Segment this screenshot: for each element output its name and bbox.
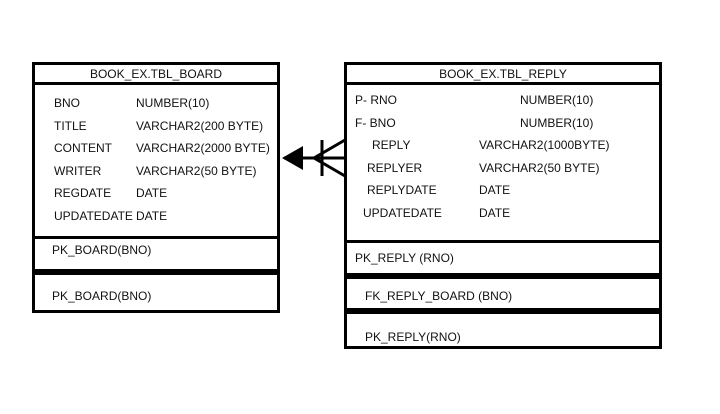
board-col-content-name: CONTENT xyxy=(54,141,112,155)
one-end-arrowhead xyxy=(282,146,303,170)
reply-title-divider xyxy=(347,82,659,85)
board-col-regdate-type: DATE xyxy=(136,186,168,200)
crow-foot-upper xyxy=(313,138,346,160)
reply-table: BOOK_EX.TBL_REPLY P- RNO NUMBER(10) F- B… xyxy=(344,62,662,276)
reply-col-updatedate-name: UPDATEDATE xyxy=(363,206,442,220)
reply-pk-constraint: PK_REPLY (RNO) xyxy=(355,251,454,265)
board-col-content-type: VARCHAR2(2000 BYTE) xyxy=(136,141,270,155)
reply-col-reply-type: VARCHAR2(1000BYTE) xyxy=(479,138,610,152)
reply-col-replyer-name: REPLYER xyxy=(367,161,423,175)
board-col-bno-type: NUMBER(10) xyxy=(136,96,210,110)
crow-foot-lower xyxy=(313,156,346,178)
board-col-regdate-name: REGDATE xyxy=(54,186,112,200)
reply-pk-index: PK_REPLY(RNO) xyxy=(365,330,461,344)
board-table-title: BOOK_EX.TBL_BOARD xyxy=(89,67,223,81)
reply-pk-index-box: PK_REPLY(RNO) xyxy=(344,311,662,349)
reply-col-replyer-type: VARCHAR2(50 BYTE) xyxy=(479,161,600,175)
board-title-divider xyxy=(35,82,277,85)
board-col-bno-name: BNO xyxy=(54,96,81,110)
reply-table-title: BOOK_EX.TBL_REPLY xyxy=(439,67,567,81)
board-col-updatedate-type: DATE xyxy=(136,209,168,223)
reply-col-reply-name: REPLY xyxy=(372,138,411,152)
board-col-updatedate-name: UPDATEDATE xyxy=(54,209,133,223)
board-col-writer-type: VARCHAR2(50 BYTE) xyxy=(136,164,257,178)
reply-col-bno-name: F- BNO xyxy=(355,116,396,130)
board-pk-constraint: PK_BOARD(BNO) xyxy=(52,243,152,257)
board-index-box: PK_BOARD(BNO) xyxy=(32,272,280,313)
reply-fk-index: FK_REPLY_BOARD (BNO) xyxy=(365,289,513,303)
reply-col-updatedate-type: DATE xyxy=(479,206,511,220)
reply-col-bno-type: NUMBER(10) xyxy=(520,116,594,130)
board-table: BOOK_EX.TBL_BOARD BNO NUMBER(10) TITLE V… xyxy=(32,62,280,272)
reply-fk-index-box: FK_REPLY_BOARD (BNO) xyxy=(344,276,662,311)
board-columns-divider xyxy=(35,236,277,239)
reply-col-rno-name: P- RNO xyxy=(355,93,397,107)
board-pk-index: PK_BOARD(BNO) xyxy=(52,289,152,303)
reply-col-replydate-name: REPLYDATE xyxy=(367,183,437,197)
reply-col-rno-type: NUMBER(10) xyxy=(520,93,594,107)
board-col-title-name: TITLE xyxy=(54,119,87,133)
reply-columns-divider xyxy=(347,240,659,243)
reply-col-replydate-type: DATE xyxy=(479,183,511,197)
board-col-writer-name: WRITER xyxy=(54,164,102,178)
board-col-title-type: VARCHAR2(200 BYTE) xyxy=(136,119,264,133)
